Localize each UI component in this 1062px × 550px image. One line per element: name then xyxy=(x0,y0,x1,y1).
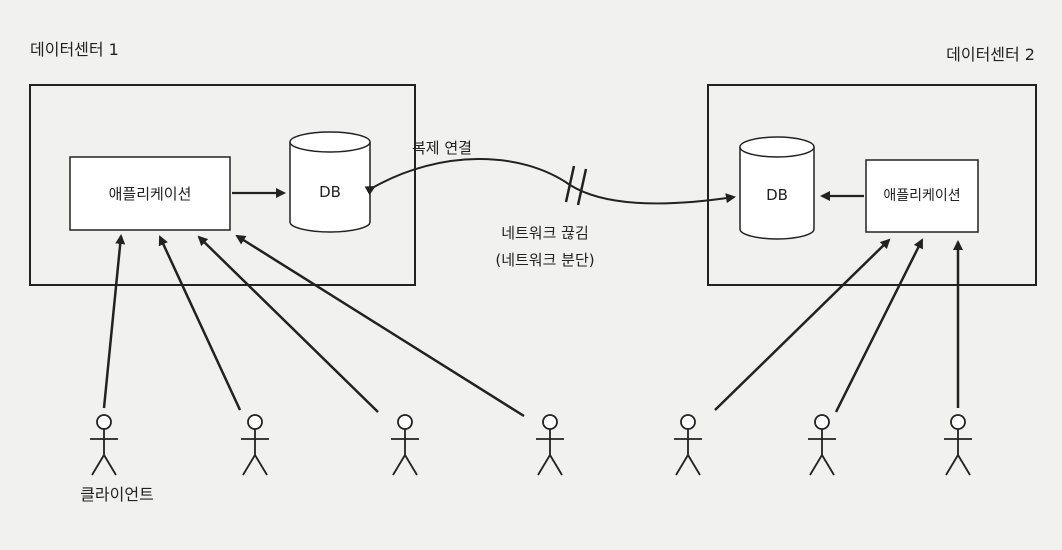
client-figures xyxy=(90,414,972,476)
datacenter2-app-box xyxy=(865,159,979,233)
client5-arrow xyxy=(714,238,891,411)
datacenter1-app-box xyxy=(69,156,231,231)
client-figure-2 xyxy=(241,414,269,476)
datacenter1-box xyxy=(29,84,416,286)
client4-arrow xyxy=(235,234,525,418)
datacenter2-db-cylinder xyxy=(739,136,815,240)
network-partition-label: (네트워크 분단) xyxy=(495,251,594,269)
client3-arrow xyxy=(197,235,379,413)
datacenter2-app-label: 애플리케이션 xyxy=(883,188,960,204)
network-break-marks xyxy=(564,165,588,206)
datacenter2-title: 데이터센터 2 xyxy=(946,45,1035,64)
network-cut-label: 네트워크 끊김 xyxy=(501,224,589,242)
client-figure-4 xyxy=(536,414,564,476)
datacenter2-box xyxy=(707,84,1037,286)
client-label: 클라이언트 xyxy=(80,485,154,504)
client-figure-6 xyxy=(808,414,836,476)
client-arrows xyxy=(102,234,963,418)
client6-arrow xyxy=(834,238,924,413)
client-figure-1 xyxy=(90,414,118,476)
datacenter1-db-label: DB xyxy=(319,183,341,201)
replication-label: 복제 연결 xyxy=(412,139,472,157)
client-figure-5 xyxy=(674,414,702,476)
client2-arrow xyxy=(158,235,242,411)
datacenter1-app-label: 애플리케이션 xyxy=(109,185,192,203)
datacenter1-db-cylinder xyxy=(289,131,371,233)
replication-link xyxy=(364,158,736,205)
client1-arrow xyxy=(102,234,126,409)
datacenter2-db-label: DB xyxy=(766,186,788,204)
client-figure-3 xyxy=(391,414,419,476)
datacenter1-title: 데이터센터 1 xyxy=(30,40,119,59)
client-figure-7 xyxy=(944,414,972,476)
